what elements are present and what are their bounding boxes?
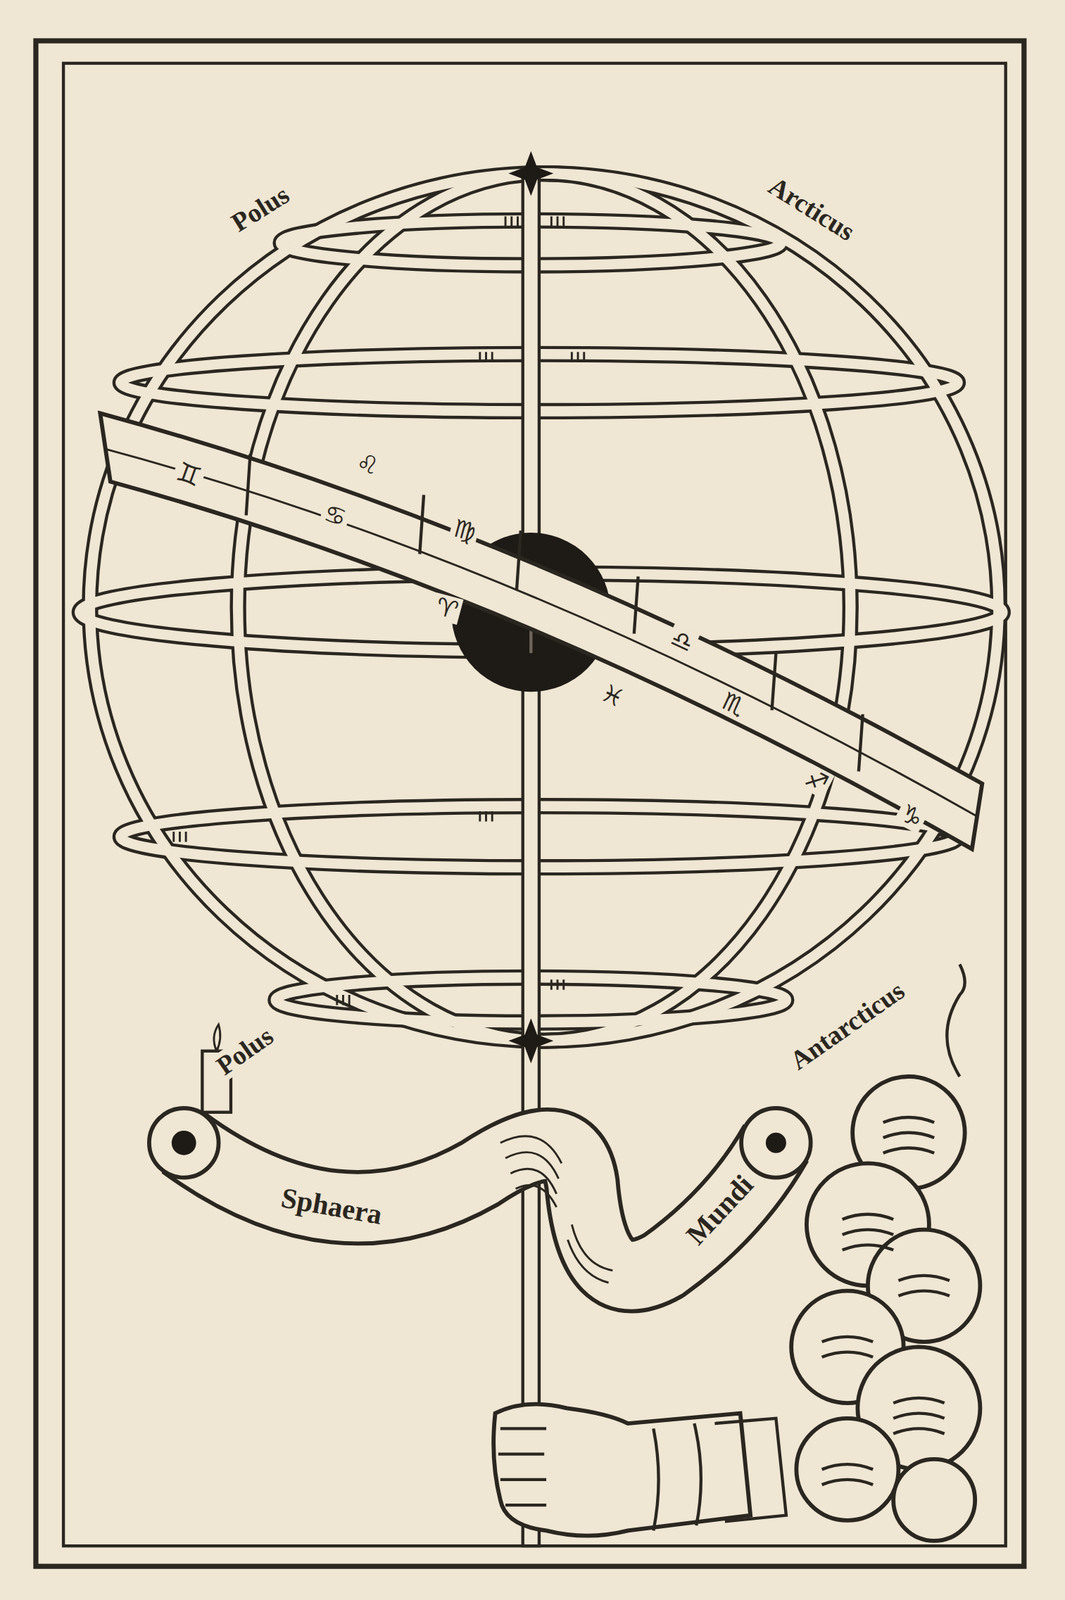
pole-label: Antarcticus: [782, 974, 912, 1077]
zodiac-sign: ♓: [594, 678, 631, 714]
zodiac-sign: ♌: [351, 448, 385, 481]
